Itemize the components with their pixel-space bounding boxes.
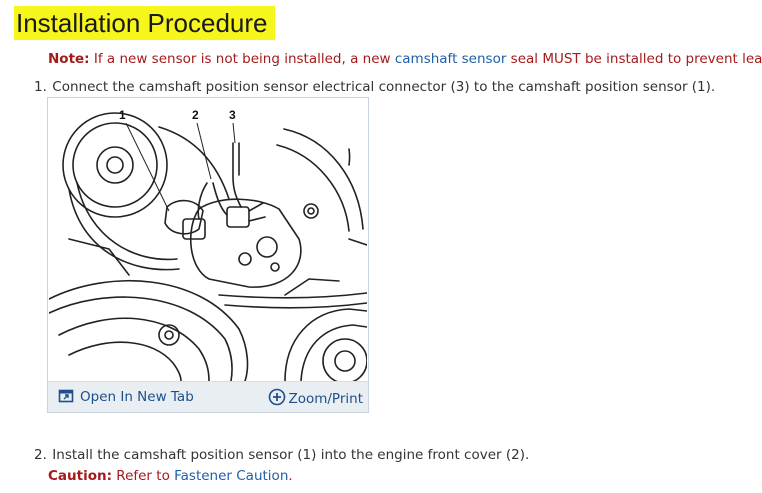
note: Note: If a new sensor is not being insta… (48, 50, 762, 68)
caution-label: Caution: (48, 468, 112, 484)
caution-end: . (288, 468, 293, 484)
note-text-after: seal MUST be installed to prevent leaks. (506, 51, 762, 67)
fastener-caution-link[interactable]: Fastener Caution (174, 468, 289, 484)
zoom-print-label: Zoom/Print (288, 391, 363, 407)
open-in-new-tab-button[interactable]: Open In New Tab (58, 388, 194, 406)
step-2-text: Install the camshaft position sensor (1)… (52, 447, 530, 463)
note-text-before: If a new sensor is not being installed, … (89, 51, 395, 67)
plus-circle-icon (269, 388, 286, 406)
open-external-icon (58, 389, 74, 403)
open-in-new-tab-label: Open In New Tab (80, 389, 194, 405)
callout-2: 2 (192, 108, 199, 122)
engine-diagram[interactable]: 1 2 3 (49, 99, 367, 381)
note-label: Note: (48, 51, 90, 67)
page-title: Installation Procedure (14, 6, 276, 40)
caution-text: Refer to (112, 468, 175, 484)
zoom-print-button[interactable]: Zoom/Print (268, 388, 363, 407)
step-1: 1. Connect the camshaft position sensor … (34, 78, 715, 96)
step-1-number: 1. (34, 79, 47, 95)
step-2: 2. Install the camshaft position sensor … (34, 446, 529, 464)
figure-toolbar: Open In New Tab Zoom/Print (48, 381, 368, 412)
callout-3: 3 (229, 108, 236, 122)
step-1-text: Connect the camshaft position sensor ele… (52, 79, 716, 95)
camshaft-sensor-link[interactable]: camshaft sensor (394, 51, 507, 67)
callout-1: 1 (119, 108, 126, 122)
caution: Caution: Refer to Fastener Caution. (48, 467, 293, 485)
figure-card: 1 2 3 Open In New Tab Zoom/Print (47, 97, 369, 413)
step-2-number: 2. (34, 447, 47, 463)
